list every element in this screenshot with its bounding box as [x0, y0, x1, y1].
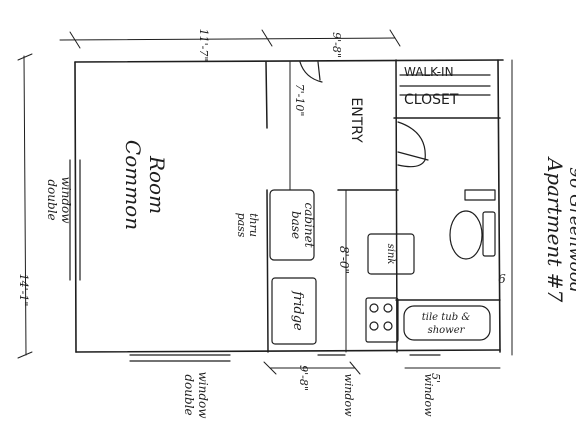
- common-room-label-line1: Common: [121, 140, 145, 230]
- bottom-window-label-line1: double: [182, 374, 196, 415]
- dimension-lines: [17, 29, 513, 375]
- dim-interior: 7'-10": [293, 84, 306, 117]
- dim-left-side: 14'-1": [17, 274, 30, 307]
- window-label-1: window: [342, 373, 355, 417]
- left-window-label-line1: double: [45, 179, 59, 220]
- entry-label: ENTRY: [348, 97, 364, 143]
- fixtures: [269, 74, 496, 345]
- outer-walls: [74, 59, 504, 353]
- dim-bottom-right: 9'-8": [297, 365, 310, 391]
- left-window-label-line2: window: [59, 176, 73, 224]
- windows: [69, 159, 441, 362]
- base-cabinet-label-line1: base: [289, 211, 303, 239]
- pass-thru-label-line1: pass: [235, 213, 248, 238]
- bottom-window-label-line2: window: [196, 371, 210, 419]
- title-line1: Apartment #7: [543, 156, 567, 303]
- dim-kitchen: 8'-0": [337, 246, 351, 274]
- walk-in-label: WALK-IN: [404, 65, 454, 79]
- window-label-2: window: [422, 373, 435, 417]
- tile-tub-label-line2: shower: [428, 325, 466, 336]
- base-cabinet-label-line2: cabinet: [302, 202, 316, 247]
- dim-top-left: 11'-7": [197, 29, 210, 62]
- dim-right-side: 6: [498, 272, 506, 286]
- dim-top-right: 9'-8": [330, 32, 343, 58]
- sink-label: sink: [385, 244, 396, 265]
- closet-label: CLOSET: [404, 92, 459, 108]
- interior-walls: [265, 59, 501, 353]
- pass-thru-label-line2: thru: [247, 213, 260, 237]
- common-room-label-line2: Room: [145, 155, 169, 214]
- fridge-label: fridge: [290, 290, 305, 331]
- tile-tub-label-line1: tile tub &: [422, 312, 471, 323]
- dim-bath: 5': [429, 373, 442, 383]
- title-line2: 96 Greenwood: [565, 167, 576, 293]
- door-swings: [299, 61, 429, 168]
